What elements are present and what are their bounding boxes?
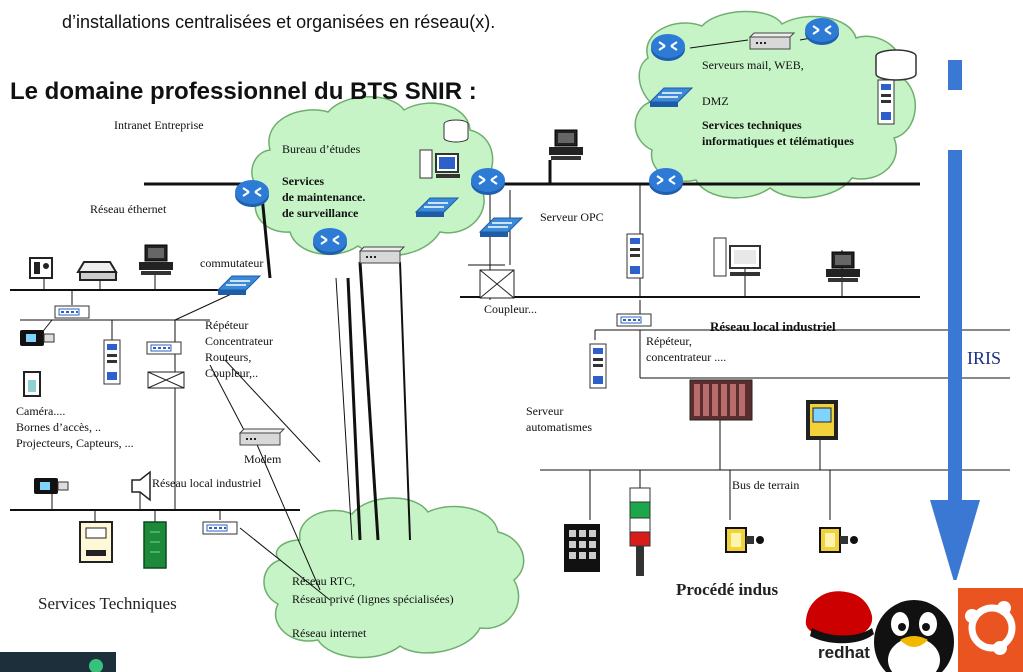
loudspeaker-icon <box>131 470 151 502</box>
label-repeteur-right-2: concentrateur .... <box>646 350 727 364</box>
label-intranet: Intranet Entreprise <box>114 118 204 132</box>
label-serveur-opc: Serveur OPC <box>540 210 604 224</box>
label-repeteur-3: Routeurs, <box>205 350 252 364</box>
modem-icon <box>749 32 795 50</box>
label-services-techniques: Services Techniques <box>38 594 177 613</box>
label-rtc-1: Réseau RTC, <box>292 574 356 588</box>
access-terminal-icon <box>23 371 41 397</box>
label-coupleur: Coupleur... <box>484 302 537 316</box>
label-rtc-3: Réseau internet <box>292 626 367 640</box>
label-modem: Modem <box>244 452 282 466</box>
label-reseau-ethernet: Réseau éthernet <box>90 202 167 216</box>
sensor-icon <box>819 527 859 553</box>
label-reseau-local-industriel-left: Réseau local industriel <box>152 476 262 490</box>
modem-icon <box>359 246 405 264</box>
server-icon <box>589 343 607 389</box>
label-bus-de-terrain: Bus de terrain <box>732 478 800 492</box>
modem-icon <box>239 428 285 446</box>
label-procede-industriel: Procédé indus <box>676 580 779 599</box>
thumbnail-fragment <box>0 652 116 672</box>
hub-icon <box>202 521 238 535</box>
database-icon <box>443 119 469 143</box>
camera-icon <box>19 329 55 347</box>
label-bureau-etudes: Bureau d’études <box>282 142 361 156</box>
router-icon <box>470 167 506 196</box>
plc-rack-icon <box>689 379 753 421</box>
server-icon <box>626 233 644 279</box>
computer-icon <box>713 237 761 277</box>
label-dmz: DMZ <box>702 94 729 108</box>
iris-arrow <box>930 60 980 585</box>
keypad-icon <box>564 524 600 572</box>
tux-logo <box>874 600 954 672</box>
computer-icon <box>825 251 861 283</box>
label-iris: IRIS <box>967 348 1002 368</box>
label-camera-2: Bornes d’accès, .. <box>16 420 101 434</box>
label-repeteur-4: Coupleur,.. <box>205 366 259 380</box>
router-icon <box>650 33 686 62</box>
sensor-icon <box>725 527 765 553</box>
phone-icon <box>29 257 53 279</box>
label-services-telematiques-1: Services techniques <box>702 118 802 132</box>
printer-icon <box>76 261 118 281</box>
label-repeteur-right-1: Répéteur, <box>646 334 692 348</box>
label-services-telematiques-2: informatiques et télématiques <box>702 134 854 148</box>
label-camera-1: Caméra.... <box>16 404 66 418</box>
hub-icon <box>54 305 90 319</box>
operator-panel-icon <box>806 400 838 440</box>
ubuntu-logo <box>958 588 1023 672</box>
switch-icon <box>479 217 523 238</box>
page-heading: Le domaine professionnel du BTS SNIR : <box>10 78 477 105</box>
label-rtc-2: Réseau privé (lignes spécialisées) <box>292 592 454 606</box>
database-icon <box>875 49 917 81</box>
camera-icon <box>33 477 69 495</box>
label-repeteur-1: Répéteur <box>205 318 249 332</box>
cloud-dmz <box>634 10 916 199</box>
label-camera-3: Projecteurs, Capteurs, ... <box>16 436 134 450</box>
router-icon <box>648 167 684 196</box>
cabinet-icon <box>143 521 167 569</box>
intro-text: d’installations centralisées et organisé… <box>62 12 496 32</box>
label-services-maint-3: de surveillance <box>282 206 359 220</box>
signal-tower-icon <box>629 487 651 576</box>
label-reseau-local-industriel-right: Réseau local industriel <box>710 319 836 334</box>
label-serveur-automatismes-2: automatismes <box>526 420 592 434</box>
cloud-rtc <box>263 497 525 659</box>
coupler-icon <box>147 269 515 389</box>
computer-icon <box>419 149 460 179</box>
hub-icon <box>616 313 652 327</box>
label-serveurs-mail: Serveurs mail, WEB, <box>702 58 804 72</box>
meter-icon <box>79 521 113 563</box>
label-repeteur-2: Concentrateur <box>205 334 273 348</box>
redhat-wordmark: redhat <box>818 643 870 662</box>
router-icon <box>234 179 270 208</box>
server-icon <box>103 339 121 385</box>
label-services-maint-1: Services <box>282 174 324 188</box>
label-serveur-automatismes-1: Serveur <box>526 404 564 418</box>
server-icon <box>877 79 895 125</box>
computer-icon <box>138 244 174 276</box>
switch-icon <box>217 275 261 296</box>
label-services-maint-2: de maintenance. <box>282 190 366 204</box>
hub-icon <box>146 341 182 355</box>
router-icon <box>312 227 348 256</box>
label-commutateur: commutateur <box>200 256 264 270</box>
computer-icon <box>548 129 584 161</box>
router-icon <box>804 17 840 46</box>
